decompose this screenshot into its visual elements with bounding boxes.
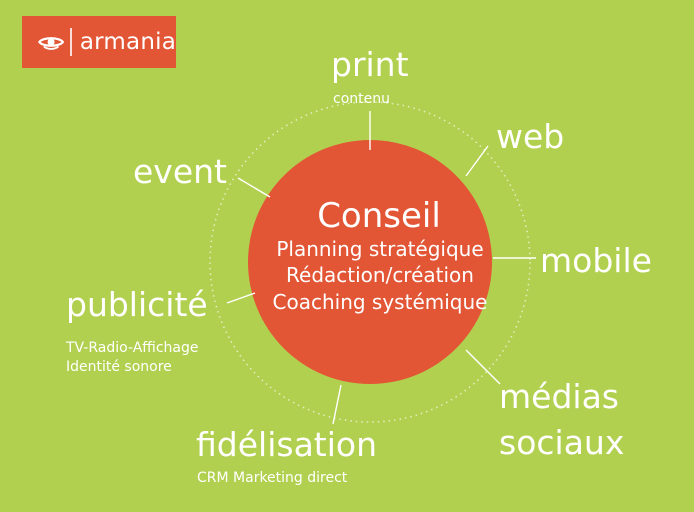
label-web: web: [496, 117, 565, 156]
connector-event: [237, 177, 271, 198]
label-medias-1: médias: [499, 377, 619, 416]
label-mobile: mobile: [540, 241, 652, 280]
connector-fidelisation: [332, 384, 342, 425]
conseil-line: Coaching systémique: [272, 289, 488, 314]
conseil-line: Planning stratégique: [276, 237, 484, 261]
connector-web: [465, 145, 489, 177]
label-publicite-sub-1: TV-Radio-Affichage: [66, 340, 199, 356]
label-fidelisation: fidélisation: [196, 425, 378, 464]
outer-dotted-ring: [209, 101, 531, 423]
conseil-circle: [248, 140, 492, 384]
label-publicite-sub-2: Identité sonore: [66, 359, 172, 375]
connector-publicite: [226, 292, 256, 304]
connector-medias: [465, 349, 501, 385]
conseil-services: Planning stratégique Rédaction/création …: [255, 236, 505, 315]
logo-divider: [70, 28, 72, 56]
label-medias-2: sociaux: [499, 423, 625, 462]
label-print-sub: contenu: [333, 91, 390, 107]
label-event: event: [133, 152, 227, 191]
eye-icon: [38, 37, 65, 50]
label-fidelisation-sub: CRM Marketing direct: [197, 470, 348, 486]
label-print: print: [331, 45, 409, 84]
conseil-line: Rédaction/création: [286, 263, 474, 288]
conseil-title: Conseil: [317, 196, 441, 236]
label-publicite: publicité: [66, 285, 208, 324]
logo-wordmark: armania: [79, 28, 176, 55]
armania-logo: armania: [22, 16, 176, 68]
